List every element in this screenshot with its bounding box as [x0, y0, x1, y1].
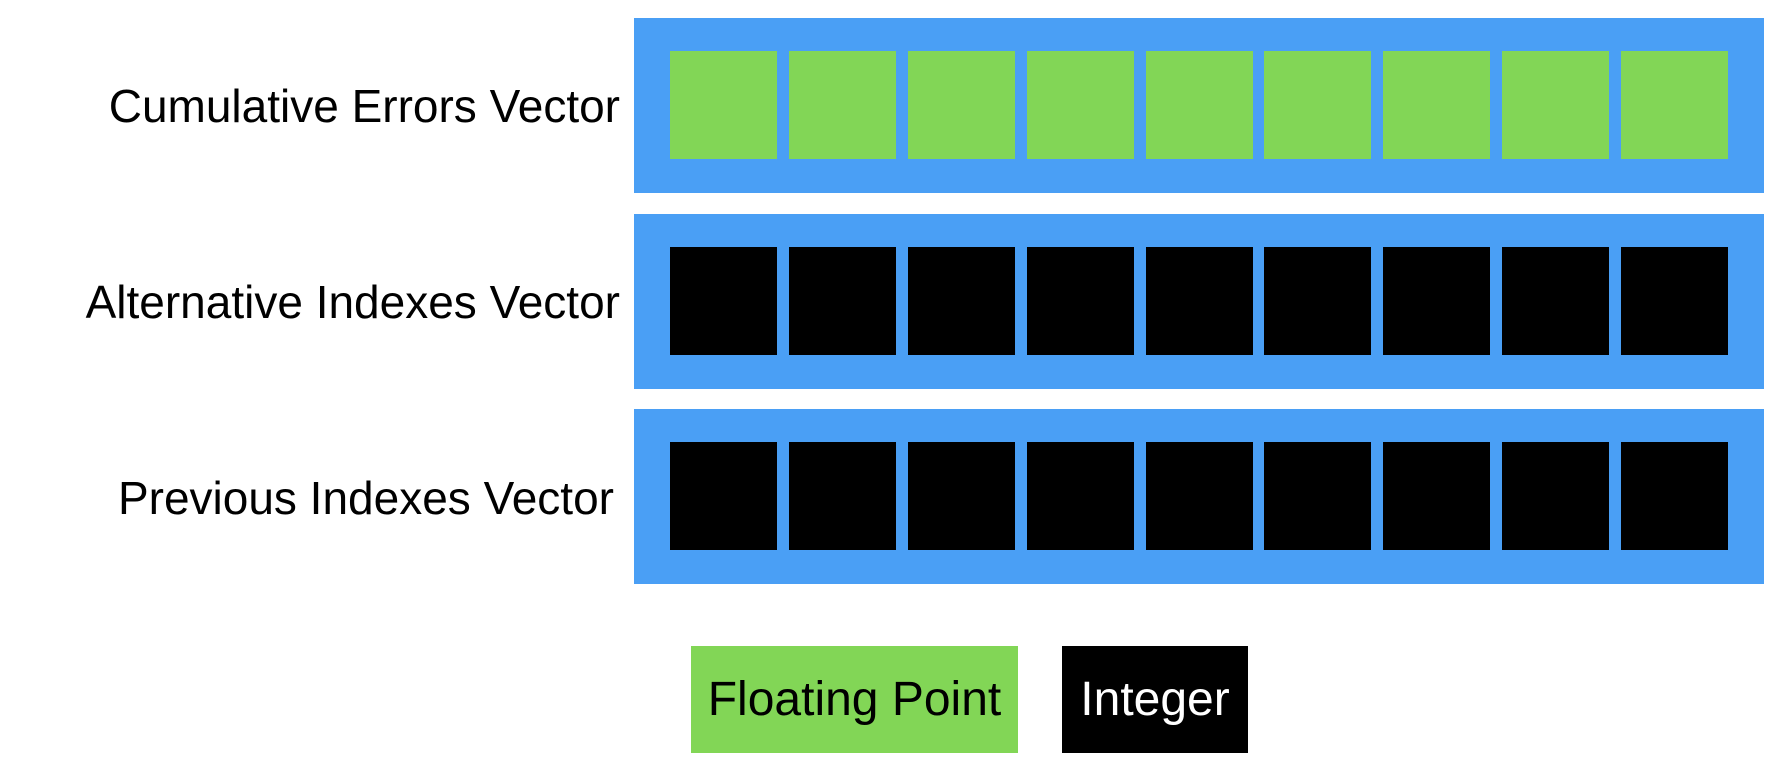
previous-indexes-vector	[634, 409, 1764, 584]
floating-point-cell	[907, 51, 1015, 159]
integer-cell	[670, 247, 777, 355]
legend-floating-point: Floating Point	[691, 646, 1018, 753]
alternative-indexes-label: Alternative Indexes Vector	[85, 276, 620, 328]
vector-cells	[670, 247, 1728, 355]
alternative-indexes-vector	[634, 214, 1764, 389]
integer-cell	[1145, 442, 1253, 550]
floating-point-cell	[1383, 51, 1491, 159]
integer-cell	[1502, 247, 1610, 355]
floating-point-cell	[788, 51, 896, 159]
integer-cell	[1621, 442, 1728, 550]
floating-point-cell	[1026, 51, 1134, 159]
previous-indexes-label: Previous Indexes Vector	[117, 472, 614, 524]
floating-point-cell	[1502, 51, 1610, 159]
integer-cell	[1026, 442, 1134, 550]
vector-cells	[670, 442, 1728, 550]
integer-cell	[1621, 247, 1728, 355]
integer-cell	[1264, 247, 1372, 355]
integer-cell	[670, 442, 777, 550]
floating-point-cell	[1145, 51, 1253, 159]
integer-cell	[907, 247, 1015, 355]
integer-cell	[907, 442, 1015, 550]
integer-cell	[788, 442, 896, 550]
integer-cell	[788, 247, 896, 355]
floating-point-cell	[670, 51, 777, 159]
legend-integer: Integer	[1062, 646, 1248, 753]
integer-cell	[1502, 442, 1610, 550]
vector-cells	[670, 51, 1728, 159]
floating-point-cell	[1264, 51, 1372, 159]
cumulative-errors-label: Cumulative Errors Vector	[108, 80, 620, 132]
integer-cell	[1264, 442, 1372, 550]
floating-point-cell	[1621, 51, 1728, 159]
integer-cell	[1383, 442, 1491, 550]
integer-cell	[1026, 247, 1134, 355]
cumulative-errors-vector	[634, 18, 1764, 193]
integer-cell	[1145, 247, 1253, 355]
integer-cell	[1383, 247, 1491, 355]
